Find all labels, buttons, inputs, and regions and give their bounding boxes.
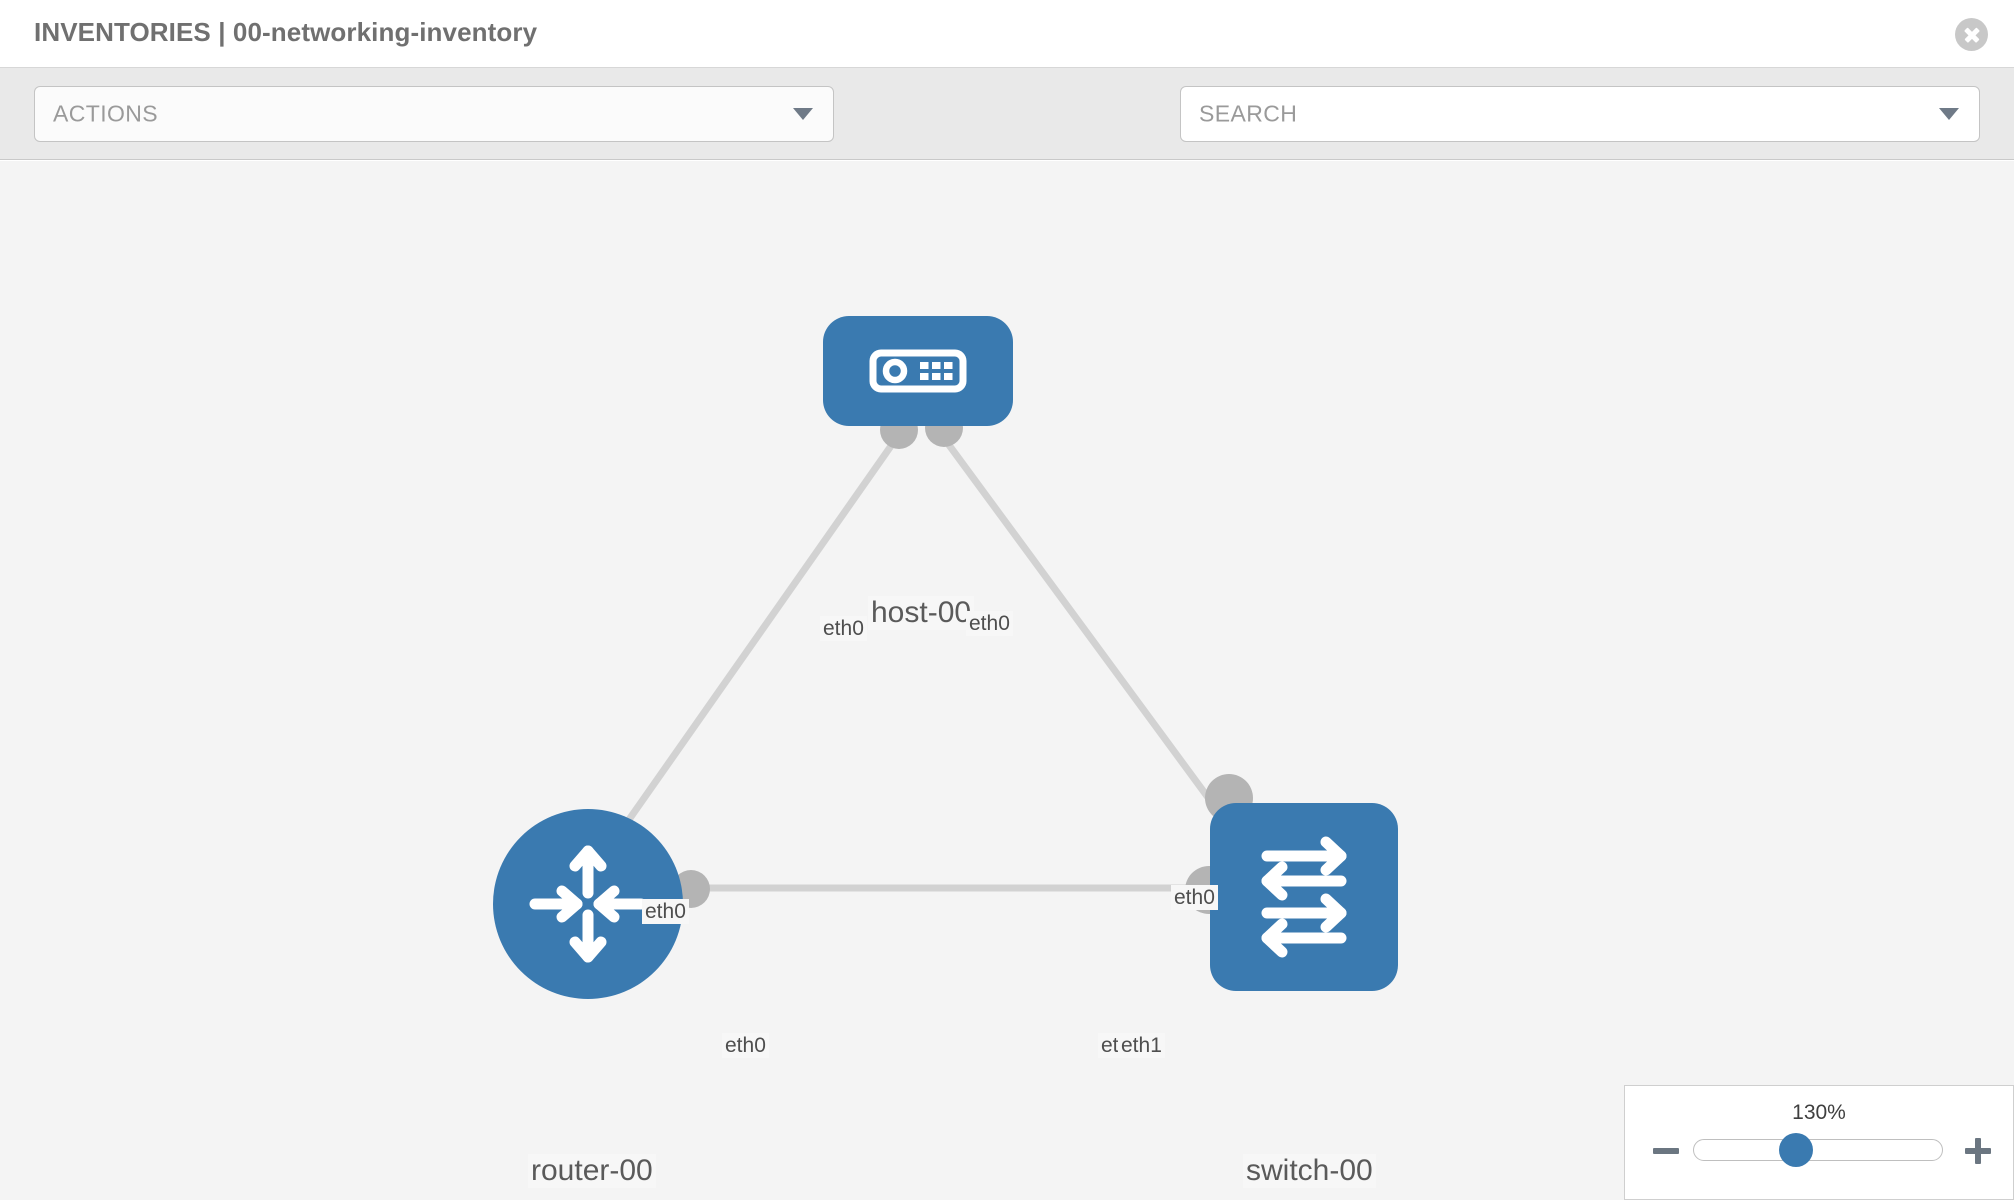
zoom-control: 130% <box>1624 1085 2014 1200</box>
interface-label-host-right: eth0 <box>966 611 1013 636</box>
topology-links <box>597 423 1243 892</box>
toolbar: ACTIONS SEARCH <box>0 68 2014 201</box>
link-host-router <box>597 423 908 864</box>
chevron-down-icon[interactable] <box>1939 108 1959 120</box>
page-header: INVENTORIES | 00-networking-inventory <box>0 0 2014 68</box>
server-icon <box>869 349 967 393</box>
zoom-slider-track[interactable] <box>1693 1139 1943 1161</box>
router-arrows-icon <box>529 845 647 963</box>
actions-dropdown[interactable]: ACTIONS <box>34 86 834 142</box>
topology-node-host-00[interactable] <box>823 316 1013 426</box>
interface-label-host-left: eth0 <box>820 616 867 641</box>
search-input[interactable]: SEARCH <box>1180 86 1980 142</box>
interface-label-switch-up: eth0 <box>1171 885 1218 910</box>
search-placeholder: SEARCH <box>1199 100 1298 127</box>
close-icon[interactable] <box>1955 18 1988 51</box>
topology-node-switch-00[interactable] <box>1210 803 1398 991</box>
interface-label-switch-left-eth1: eth1 <box>1118 1033 1165 1058</box>
actions-dropdown-label: ACTIONS <box>53 100 159 127</box>
node-label-router-00: router-00 <box>528 1154 656 1188</box>
zoom-slider-thumb[interactable] <box>1779 1133 1813 1167</box>
interface-label-router-right: eth0 <box>722 1033 769 1058</box>
switch-arrows-icon <box>1261 836 1347 958</box>
topology-canvas[interactable]: host-00 router-00 switch-00 eth0 eth0 et… <box>0 161 2014 1200</box>
chevron-down-icon <box>793 108 813 120</box>
node-label-host-00: host-00 <box>868 596 975 630</box>
link-host-switch <box>932 423 1243 844</box>
page-title: INVENTORIES | 00-networking-inventory <box>34 17 538 47</box>
zoom-out-button[interactable] <box>1653 1138 1679 1164</box>
interface-label-router-up: eth0 <box>642 899 689 924</box>
zoom-level-label: 130% <box>1792 1101 1846 1124</box>
zoom-in-button[interactable] <box>1965 1138 1991 1164</box>
node-label-switch-00: switch-00 <box>1243 1154 1376 1188</box>
